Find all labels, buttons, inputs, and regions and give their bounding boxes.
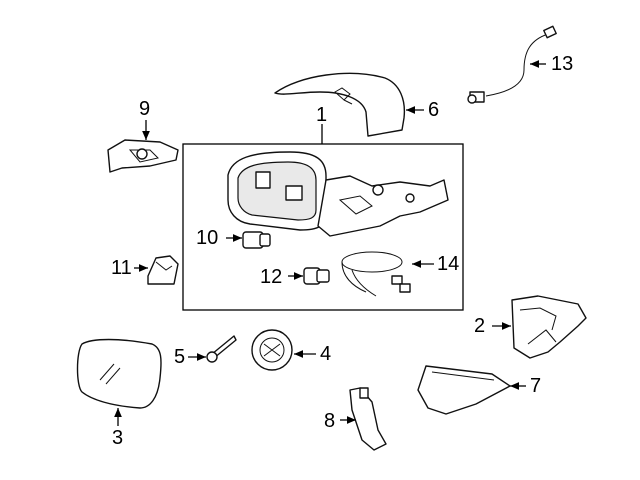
- part-3-mirror-glass: [76, 338, 162, 409]
- callout-3: 3: [112, 427, 124, 449]
- callout-11: 11: [111, 257, 132, 279]
- callout-13: 13: [551, 53, 574, 75]
- callout-10: 10: [196, 227, 219, 249]
- callout-9: 9: [139, 98, 151, 120]
- part-10-socket: [242, 231, 271, 249]
- part-12-socket: [303, 267, 330, 285]
- part-13-wiring-harness: [467, 25, 557, 104]
- callout-1: 1: [316, 104, 328, 126]
- leader-lines: [114, 60, 546, 426]
- part-9-turn-signal-lamp: [107, 139, 179, 173]
- part-4-motor: [251, 329, 293, 371]
- part-2-mounting-bracket: [511, 295, 587, 359]
- callout-14: 14: [437, 253, 460, 275]
- callout-7: 7: [530, 375, 542, 397]
- part-11-bracket: [147, 255, 179, 285]
- part-7-lower-cover: [417, 365, 511, 415]
- callout-12: 12: [260, 266, 283, 288]
- callout-4: 4: [320, 343, 332, 365]
- part-14-wire-harness: [341, 251, 411, 297]
- part-5-screw: [206, 335, 237, 363]
- callout-6: 6: [428, 99, 440, 121]
- part-6-mirror-cover: [274, 72, 406, 137]
- callout-2: 2: [474, 315, 486, 337]
- assembly-frame: [182, 143, 464, 311]
- part-8-puddle-lamp: [349, 387, 387, 451]
- callout-8: 8: [324, 410, 336, 432]
- part-1-mirror-housing: [227, 151, 449, 237]
- callout-5: 5: [174, 346, 186, 368]
